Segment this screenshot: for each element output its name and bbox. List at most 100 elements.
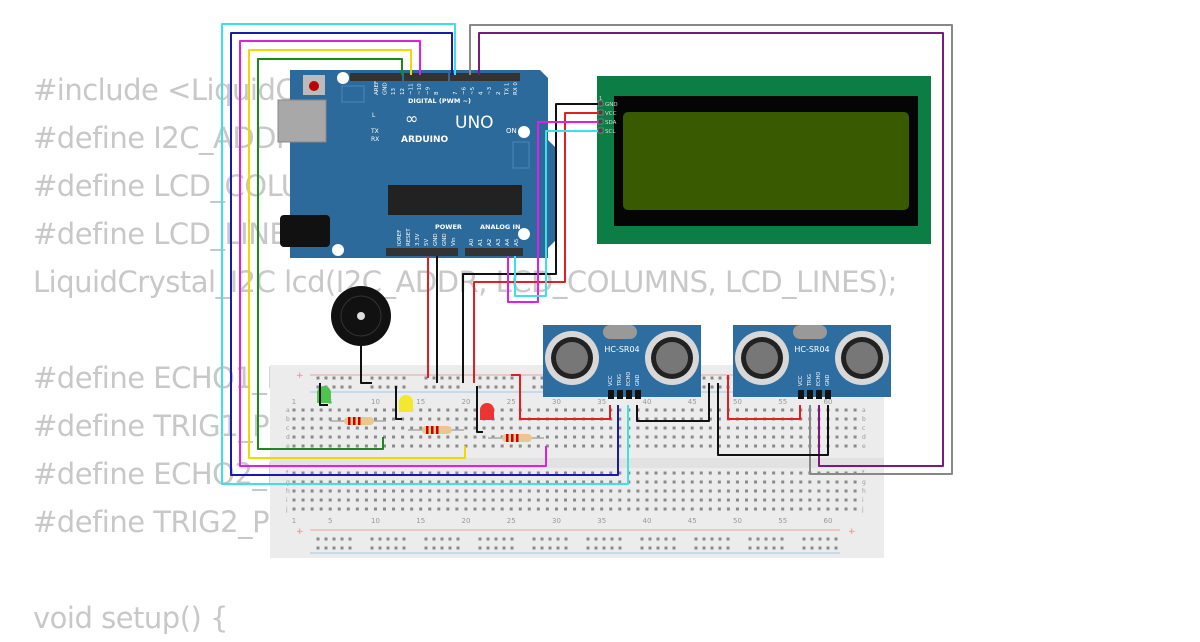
rail-hole[interactable] bbox=[486, 385, 490, 389]
rail-hole[interactable] bbox=[510, 376, 514, 380]
breadboard-hole[interactable] bbox=[364, 498, 368, 502]
breadboard-hole[interactable] bbox=[735, 408, 739, 412]
breadboard-hole[interactable] bbox=[591, 444, 595, 448]
rail-hole[interactable] bbox=[710, 376, 714, 380]
breadboard-hole[interactable] bbox=[582, 426, 586, 430]
breadboard-hole[interactable] bbox=[337, 417, 341, 421]
breadboard-hole[interactable] bbox=[491, 471, 495, 475]
breadboard-hole[interactable] bbox=[437, 444, 441, 448]
rail-hole[interactable] bbox=[448, 546, 452, 550]
breadboard-hole[interactable] bbox=[373, 426, 377, 430]
breadboard-hole[interactable] bbox=[609, 435, 613, 439]
breadboard-hole[interactable] bbox=[428, 480, 432, 484]
breadboard-hole[interactable] bbox=[645, 498, 649, 502]
breadboard-hole[interactable] bbox=[464, 471, 468, 475]
breadboard-hole[interactable] bbox=[545, 435, 549, 439]
breadboard-hole[interactable] bbox=[473, 417, 477, 421]
breadboard-hole[interactable] bbox=[428, 444, 432, 448]
breadboard-hole[interactable] bbox=[772, 498, 776, 502]
breadboard-hole[interactable] bbox=[527, 471, 531, 475]
breadboard-hole[interactable] bbox=[301, 471, 305, 475]
breadboard-hole[interactable] bbox=[726, 489, 730, 493]
breadboard-hole[interactable] bbox=[527, 498, 531, 502]
rail-hole[interactable] bbox=[594, 546, 598, 550]
rail-hole[interactable] bbox=[510, 546, 514, 550]
breadboard-hole[interactable] bbox=[717, 435, 721, 439]
breadboard-hole[interactable] bbox=[754, 498, 758, 502]
breadboard-hole[interactable] bbox=[355, 498, 359, 502]
breadboard-hole[interactable] bbox=[364, 507, 368, 511]
breadboard-hole[interactable] bbox=[591, 507, 595, 511]
rail-hole[interactable] bbox=[394, 546, 398, 550]
breadboard-hole[interactable] bbox=[446, 408, 450, 412]
breadboard-hole[interactable] bbox=[681, 426, 685, 430]
breadboard-hole[interactable] bbox=[310, 471, 314, 475]
breadboard-hole[interactable] bbox=[536, 507, 540, 511]
rail-hole[interactable] bbox=[618, 537, 622, 541]
breadboard-hole[interactable] bbox=[600, 471, 604, 475]
breadboard-hole[interactable] bbox=[473, 480, 477, 484]
breadboard-hole[interactable] bbox=[690, 471, 694, 475]
breadboard-hole[interactable] bbox=[853, 435, 857, 439]
rail-hole[interactable] bbox=[672, 537, 676, 541]
breadboard-hole[interactable] bbox=[690, 417, 694, 421]
rail-hole[interactable] bbox=[340, 537, 344, 541]
breadboard-hole[interactable] bbox=[799, 426, 803, 430]
breadboard-hole[interactable] bbox=[373, 471, 377, 475]
breadboard-hole[interactable] bbox=[636, 507, 640, 511]
rail-hole[interactable] bbox=[340, 546, 344, 550]
rail-hole[interactable] bbox=[432, 376, 436, 380]
breadboard-hole[interactable] bbox=[772, 426, 776, 430]
breadboard-hole[interactable] bbox=[564, 489, 567, 493]
breadboard-hole[interactable] bbox=[609, 507, 613, 511]
breadboard[interactable]: 1155101015152020252530303535404045455050… bbox=[270, 365, 884, 558]
rail-hole[interactable] bbox=[586, 546, 590, 550]
breadboard-hole[interactable] bbox=[735, 471, 739, 475]
breadboard-hole[interactable] bbox=[699, 507, 703, 511]
breadboard-hole[interactable] bbox=[826, 480, 830, 484]
breadboard-hole[interactable] bbox=[672, 435, 676, 439]
lcd-pin[interactable] bbox=[597, 118, 604, 125]
breadboard-hole[interactable] bbox=[790, 444, 794, 448]
breadboard-hole[interactable] bbox=[717, 480, 721, 484]
breadboard-hole[interactable] bbox=[554, 489, 558, 493]
rail-hole[interactable] bbox=[440, 385, 444, 389]
breadboard-hole[interactable] bbox=[500, 489, 504, 493]
rail-hole[interactable] bbox=[502, 546, 506, 550]
sensor-pin[interactable] bbox=[626, 390, 632, 399]
breadboard-hole[interactable] bbox=[392, 426, 396, 430]
breadboard-hole[interactable] bbox=[554, 408, 558, 412]
breadboard-hole[interactable] bbox=[527, 480, 531, 484]
breadboard-hole[interactable] bbox=[708, 444, 712, 448]
breadboard-hole[interactable] bbox=[383, 489, 386, 493]
wire-black[interactable] bbox=[319, 383, 328, 406]
breadboard-hole[interactable] bbox=[545, 408, 549, 412]
breadboard-hole[interactable] bbox=[473, 444, 477, 448]
breadboard-hole[interactable] bbox=[383, 444, 386, 448]
breadboard-hole[interactable] bbox=[663, 426, 667, 430]
breadboard-hole[interactable] bbox=[772, 507, 776, 511]
breadboard-hole[interactable] bbox=[455, 471, 459, 475]
breadboard-hole[interactable] bbox=[835, 480, 839, 484]
breadboard-hole[interactable] bbox=[509, 426, 513, 430]
breadboard-hole[interactable] bbox=[654, 507, 658, 511]
breadboard-hole[interactable] bbox=[717, 498, 721, 502]
rail-hole[interactable] bbox=[502, 537, 506, 541]
breadboard-hole[interactable] bbox=[609, 426, 613, 430]
breadboard-hole[interactable] bbox=[301, 498, 305, 502]
sensor-pin[interactable] bbox=[825, 390, 831, 399]
breadboard-hole[interactable] bbox=[763, 471, 767, 475]
breadboard-hole[interactable] bbox=[328, 417, 332, 421]
breadboard-hole[interactable] bbox=[545, 480, 549, 484]
rail-hole[interactable] bbox=[370, 546, 374, 550]
breadboard-hole[interactable] bbox=[708, 417, 712, 421]
rail-hole[interactable] bbox=[510, 385, 514, 389]
breadboard-hole[interactable] bbox=[373, 444, 377, 448]
breadboard-hole[interactable] bbox=[446, 489, 450, 493]
breadboard-hole[interactable] bbox=[482, 489, 486, 493]
breadboard-hole[interactable] bbox=[564, 498, 567, 502]
breadboard-hole[interactable] bbox=[554, 471, 558, 475]
breadboard-hole[interactable] bbox=[310, 408, 314, 412]
breadboard-hole[interactable] bbox=[554, 507, 558, 511]
rail-hole[interactable] bbox=[456, 537, 460, 541]
